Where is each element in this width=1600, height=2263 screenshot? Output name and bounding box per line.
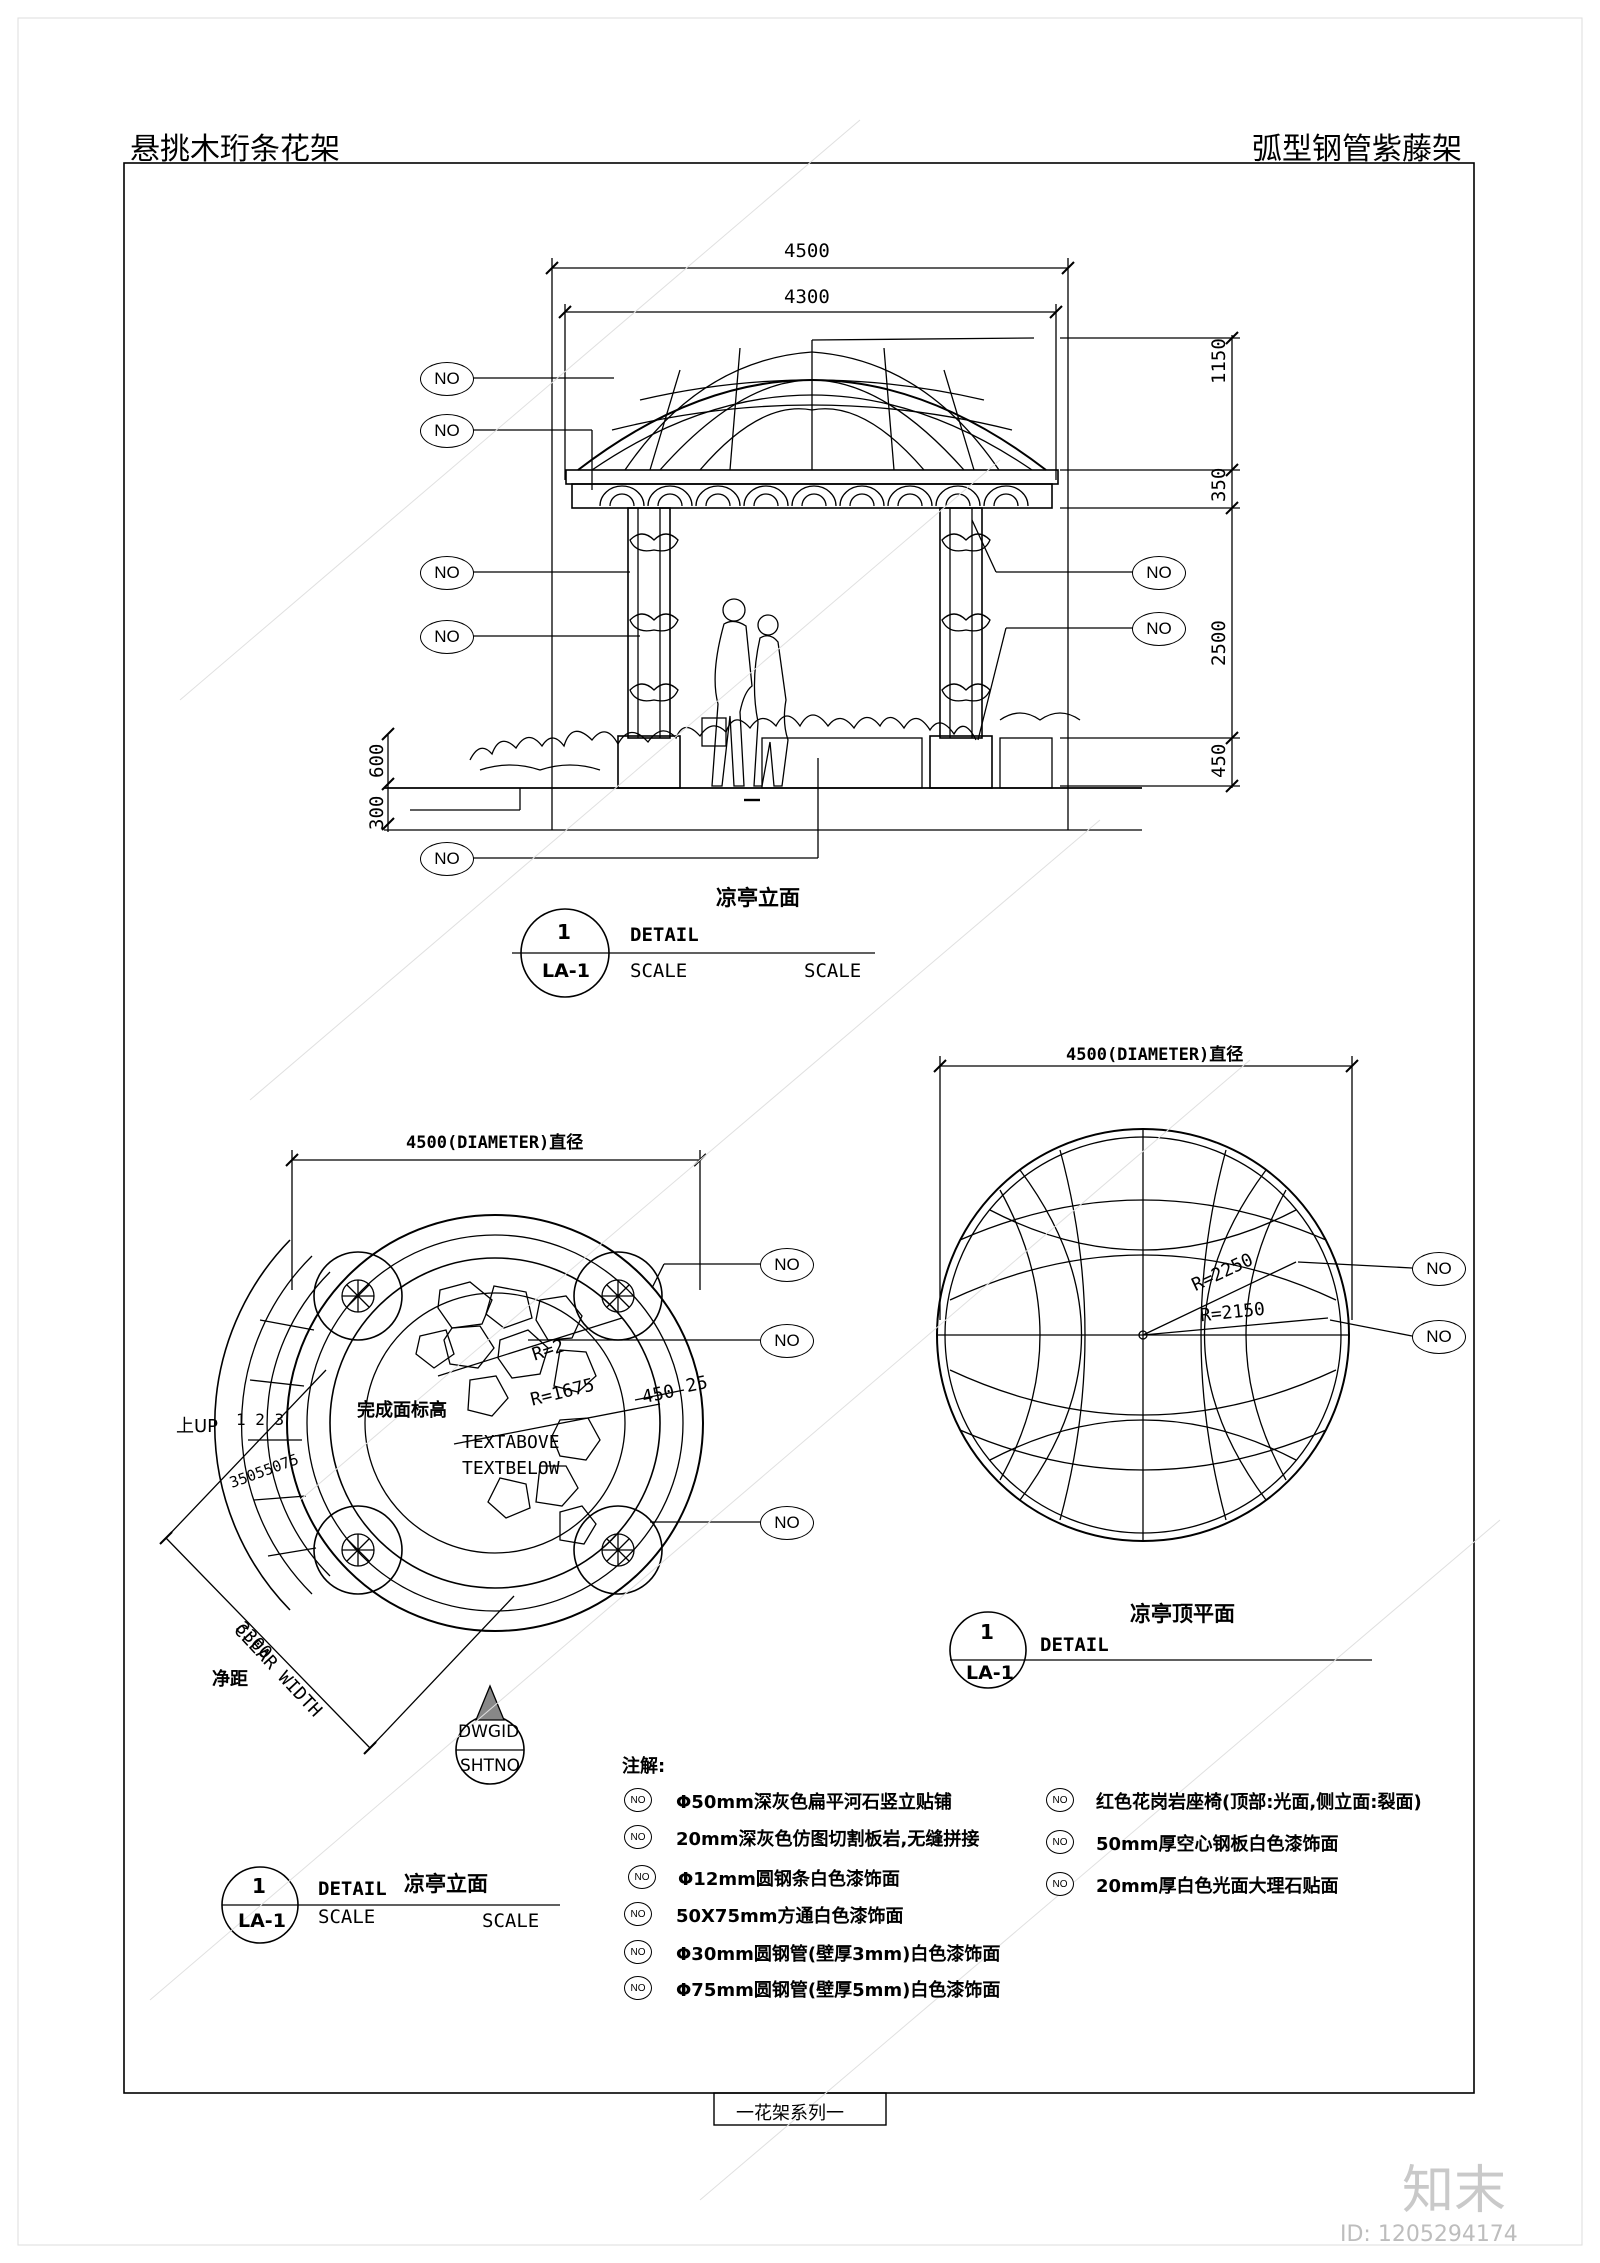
sheet-title-right: 弧型钢管紫藤架 [1252,132,1462,167]
roof-caption: 凉亭顶平面 [1130,1602,1235,1626]
plan-dim-25: 25 [684,1371,710,1398]
note-tag: NO [628,1865,656,1889]
elevation-drawing [381,258,1240,998]
scale-label: SCALE [482,1910,540,1932]
callout-tag: NO [420,620,474,654]
note-item: Φ12mm圆钢条白色漆饰面 [678,1869,900,1890]
note-item: 50mm厚空心钢板白色漆饰面 [1096,1834,1339,1855]
roof-drawing [933,1056,1413,1689]
callout-tag: NO [420,842,474,876]
detail-number: 1 [557,920,571,944]
watermark-brand: 知末 [1402,2161,1507,2221]
scale-label: SCALE [804,960,862,982]
detail-number: 1 [252,1874,266,1898]
detail-word: DETAIL [318,1878,387,1900]
callout-tag: NO [1132,612,1186,646]
plan-finish-label: 完成面标高 [357,1400,447,1421]
callout-tag: NO [420,556,474,590]
callout-tag: NO [1132,556,1186,590]
plan-drawing [159,1150,760,1944]
note-item: Φ50mm深灰色扁平河石竖立贴铺 [676,1792,952,1813]
note-item: 20mm厚白色光面大理石贴面 [1096,1876,1339,1897]
dwgid-label: DWGID [458,1722,520,1742]
dim-350: 350 [1208,467,1230,502]
callout-tag: NO [1412,1252,1466,1286]
plan-up-label: 上UP [176,1416,219,1437]
note-item: Φ30mm圆钢管(壁厚3mm)白色漆饰面 [676,1944,1001,1965]
callout-tag: NO [1412,1320,1466,1354]
dim-2500: 2500 [1208,620,1230,666]
dim-1150: 1150 [1208,338,1230,384]
detail-sheet: LA-1 [238,1910,286,1932]
detail-word: DETAIL [630,924,699,946]
note-tag: NO [624,1902,652,1926]
note-item: Φ75mm圆钢管(壁厚5mm)白色漆饰面 [676,1980,1001,2001]
callout-tag: NO [760,1506,814,1540]
dim-4300: 4300 [784,286,830,308]
roof-dim-diameter: 4500(DIAMETER)直径 [1066,1045,1244,1065]
plan-caption: 凉亭立面 [404,1872,488,1896]
note-tag: NO [1046,1830,1074,1854]
sheet-title-left: 悬挑木珩条花架 [130,132,340,167]
plan-text-above: TEXTABOVE [462,1432,560,1453]
note-tag: NO [624,1788,652,1812]
note-tag: NO [1046,1872,1074,1896]
plan-stair-numbers: 1 2 3 [236,1410,285,1429]
notes-heading: 注解: [622,1756,666,1777]
scale-label: SCALE [630,960,688,982]
callout-tag: NO [760,1324,814,1358]
dim-300: 300 [366,795,388,830]
detail-sheet: LA-1 [966,1662,1014,1684]
detail-number: 1 [980,1620,994,1644]
watermark-id: ID: 1205294174 [1340,2222,1518,2247]
callout-tag: NO [420,362,474,396]
dim-4500: 4500 [784,240,830,262]
detail-word: DETAIL [1040,1634,1109,1656]
note-tag: NO [624,1825,652,1849]
note-tag: NO [1046,1788,1074,1812]
note-item: 20mm深灰色仿图切割板岩,无缝拼接 [676,1829,980,1850]
dim-450: 450 [1208,743,1230,778]
callout-tag: NO [760,1248,814,1282]
scale-label: SCALE [318,1906,376,1928]
footer-tab [713,2092,887,2126]
note-tag: NO [624,1940,652,1964]
note-item: 红色花岗岩座椅(顶部:光面,侧立面:裂面) [1096,1792,1422,1813]
note-item: 50X75mm方通白色漆饰面 [676,1906,904,1927]
elevation-caption: 凉亭立面 [716,886,800,910]
plan-text-below: TEXTBELOW [462,1458,560,1479]
dim-600: 600 [366,743,388,778]
callout-tag: NO [420,414,474,448]
shtno-label: SHTNO [460,1756,521,1776]
sheet-footer: 一花架系列一 [736,2103,844,2124]
detail-sheet: LA-1 [542,960,590,982]
plan-dim-diameter: 4500(DIAMETER)直径 [406,1133,584,1153]
plan-clear-cn: 净距 [212,1669,248,1690]
note-tag: NO [624,1976,652,2000]
